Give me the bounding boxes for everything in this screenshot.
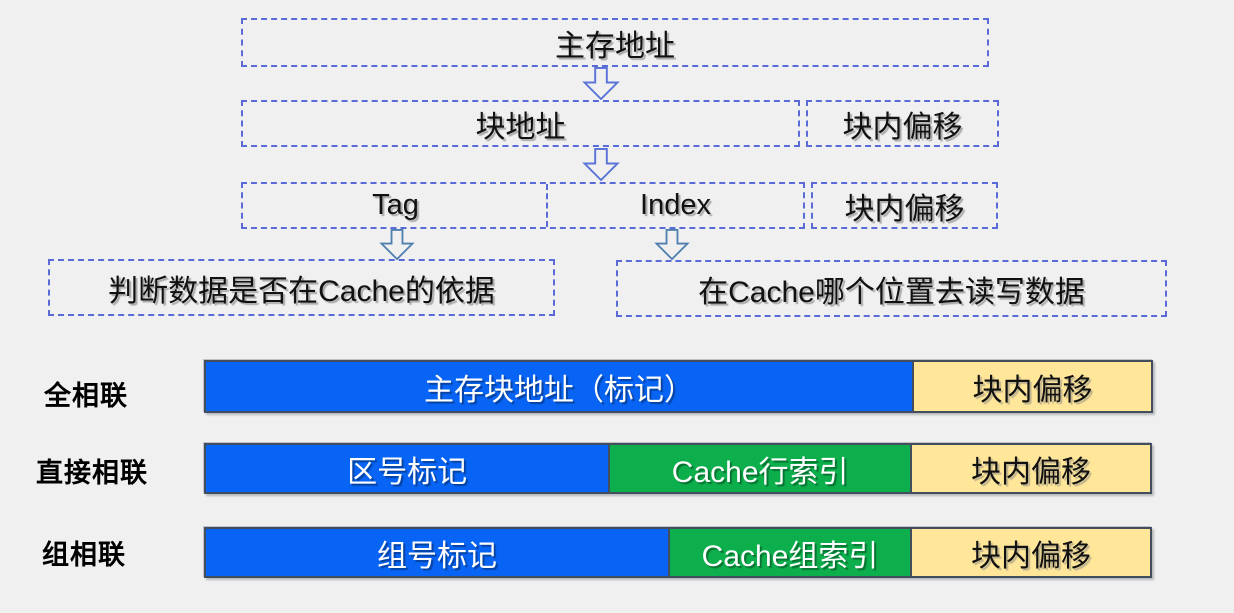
mapping-bar-set-associative: 组号标记 Cache组索引 块内偏移	[204, 527, 1152, 578]
block-offset-label-row3: 块内偏移	[844, 192, 965, 226]
index-label: Index	[640, 189, 711, 221]
block-offset-box-row3: 块内偏移	[811, 182, 998, 229]
segment-tag: 主存块地址（标记）	[206, 362, 912, 411]
mapping-label-direct-mapped: 直接相联	[36, 458, 148, 488]
tag-index-divider	[546, 184, 548, 227]
index-note-box: 在Cache哪个位置去读写数据	[616, 260, 1167, 317]
down-arrow-icon	[654, 229, 690, 260]
main-memory-address-label: 主存地址	[555, 29, 675, 63]
down-arrow-icon	[582, 148, 620, 181]
tag-label: Tag	[372, 189, 419, 221]
down-arrow-icon	[582, 67, 620, 100]
mapping-bar-direct-mapped: 区号标记 Cache行索引 块内偏移	[204, 443, 1152, 494]
main-memory-address-box: 主存地址	[241, 18, 989, 67]
index-note-label: 在Cache哪个位置去读写数据	[698, 275, 1085, 309]
tag-cell: Tag	[243, 184, 548, 227]
segment-tag: 组号标记	[206, 529, 669, 576]
tag-note-box: 判断数据是否在Cache的依据	[48, 259, 555, 316]
index-cell: Index	[548, 184, 803, 227]
segment-offset: 块内偏移	[912, 362, 1151, 411]
tag-note-label: 判断数据是否在Cache的依据	[108, 274, 495, 308]
block-address-box: 块地址	[241, 100, 800, 147]
segment-index: Cache行索引	[608, 445, 910, 492]
mapping-label-set-associative: 组相联	[42, 540, 126, 570]
segment-offset: 块内偏移	[910, 445, 1150, 492]
mapping-bar-fully-associative: 主存块地址（标记） 块内偏移	[204, 360, 1153, 413]
segment-offset: 块内偏移	[910, 529, 1150, 576]
block-address-label: 块地址	[475, 110, 566, 144]
down-arrow-icon	[379, 229, 415, 260]
block-offset-label-row2: 块内偏移	[842, 110, 963, 144]
mapping-label-fully-associative: 全相联	[44, 381, 128, 411]
block-offset-box-row2: 块内偏移	[806, 100, 999, 147]
segment-tag: 区号标记	[206, 445, 609, 492]
segment-index: Cache组索引	[668, 529, 911, 576]
tag-index-box: Tag Index	[241, 182, 805, 229]
